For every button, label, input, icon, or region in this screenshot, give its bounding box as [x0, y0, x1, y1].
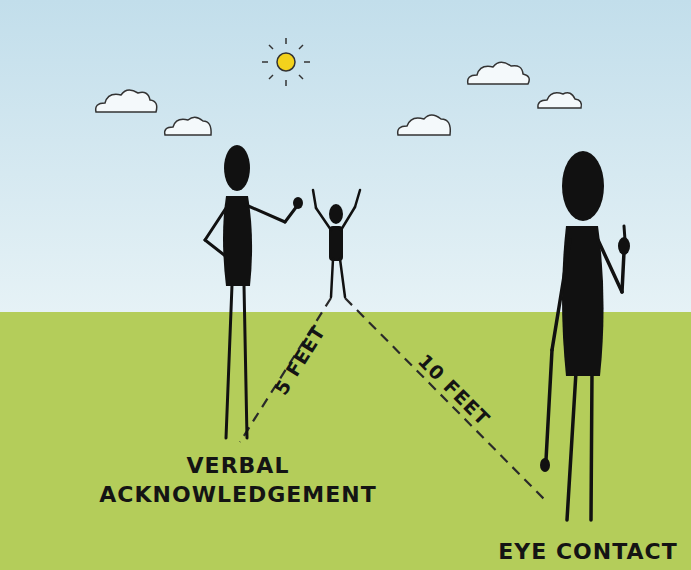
cloud [398, 115, 451, 135]
cheering-figure [313, 190, 360, 297]
distance-line [240, 298, 331, 442]
distance-label: 5 FEET [269, 320, 331, 399]
cloud [538, 93, 581, 108]
cloud [96, 90, 157, 112]
figure-caption: EYE CONTACT [498, 538, 677, 567]
distance-label: 10 FEET [413, 349, 495, 431]
sun [262, 38, 310, 86]
cloud [468, 62, 530, 84]
cloud [165, 117, 211, 135]
figure-caption: VERBAL ACKNOWLEDGEMENT [88, 452, 388, 509]
pointing-figure [540, 151, 630, 520]
clouds [96, 62, 582, 135]
distance-line [345, 298, 545, 500]
